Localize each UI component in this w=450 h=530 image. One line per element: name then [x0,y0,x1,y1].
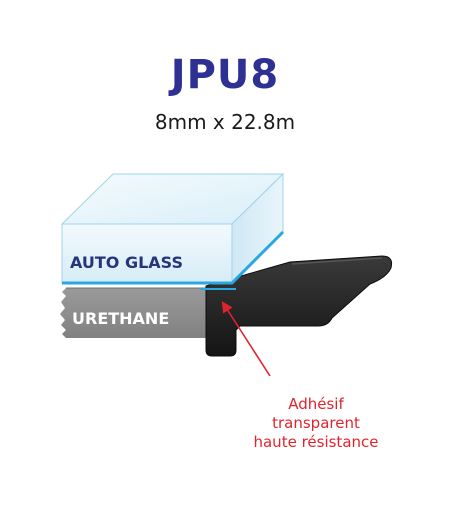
glass-front-face [61,223,233,284]
glass-bottom-edge [62,230,285,285]
adhesive-arrow [221,301,271,377]
adhesive-annotation-line2: transparent [272,414,360,432]
urethane-label: URETHANE [72,309,169,328]
adhesive-annotation-line3: haute résistance [253,433,378,451]
adhesive-annotation-line1: Adhésif [288,395,344,413]
product-dimensions: 8mm x 22.8m [154,110,296,134]
glass-label: AUTO GLASS [70,253,183,272]
urethane-block [60,288,236,342]
black-tape-flap [205,255,393,357]
product-code: JPU8 [170,52,280,98]
